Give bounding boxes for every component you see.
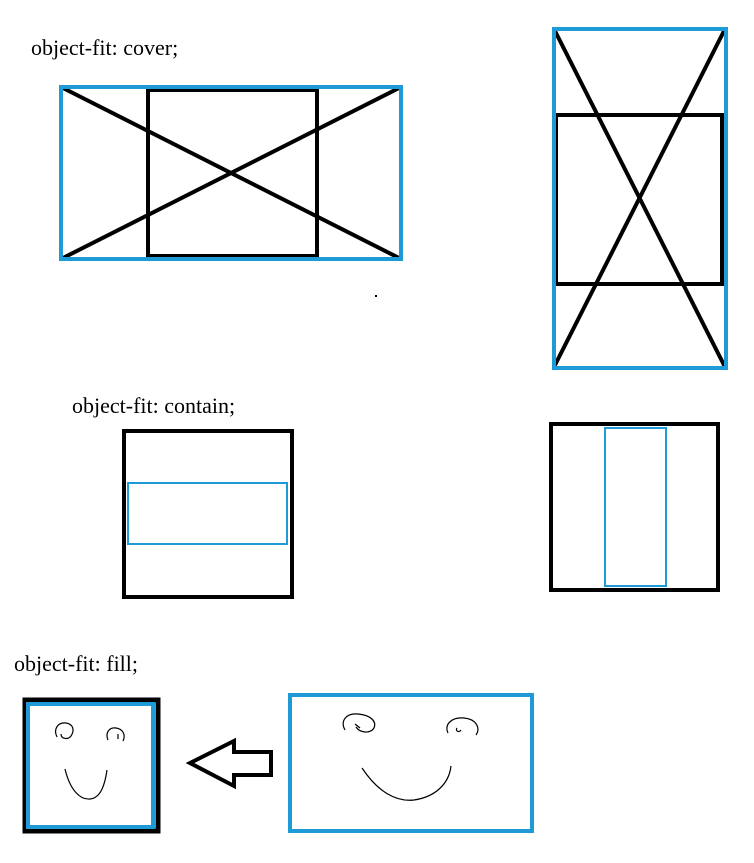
fill-original-left-eye — [342, 713, 376, 733]
contain-portrait-image — [604, 427, 667, 587]
fill-label: object-fit: fill; — [14, 651, 139, 676]
cover-label: object-fit: cover; — [31, 35, 179, 60]
cover-portrait-image-diagonal-2 — [552, 28, 727, 368]
fill-result-left-eye — [54, 722, 74, 740]
fill-result-right-eye — [106, 727, 125, 742]
contain-landscape-image — [127, 482, 288, 545]
cover-landscape-image-frame — [146, 88, 319, 258]
contain-label: object-fit: contain; — [72, 393, 236, 418]
cover-landscape-example — [59, 85, 403, 297]
fill-result-container — [22, 697, 161, 834]
fill-original-mouth — [361, 765, 452, 801]
fill-original-example — [288, 693, 534, 833]
fill-result-mouth — [64, 768, 108, 800]
fill-original-image — [288, 693, 534, 833]
fill-result-image — [26, 702, 155, 829]
contain-landscape-example — [122, 429, 294, 599]
fill-original-right-eye-dot — [455, 727, 462, 733]
cover-portrait-example — [552, 27, 728, 370]
fill-original-right-eye — [446, 717, 479, 736]
stray-dot — [375, 295, 377, 297]
fill-original-left-eye-dot — [354, 723, 361, 729]
cover-landscape-image-diagonal-2 — [60, 85, 402, 261]
contain-landscape-container — [122, 429, 294, 599]
cover-landscape-container — [59, 85, 403, 261]
contain-portrait-container — [549, 422, 720, 592]
contain-portrait-example — [549, 422, 720, 592]
fill-result-example — [22, 697, 161, 834]
cover-portrait-container — [552, 27, 728, 370]
left-arrow-icon — [185, 737, 273, 790]
